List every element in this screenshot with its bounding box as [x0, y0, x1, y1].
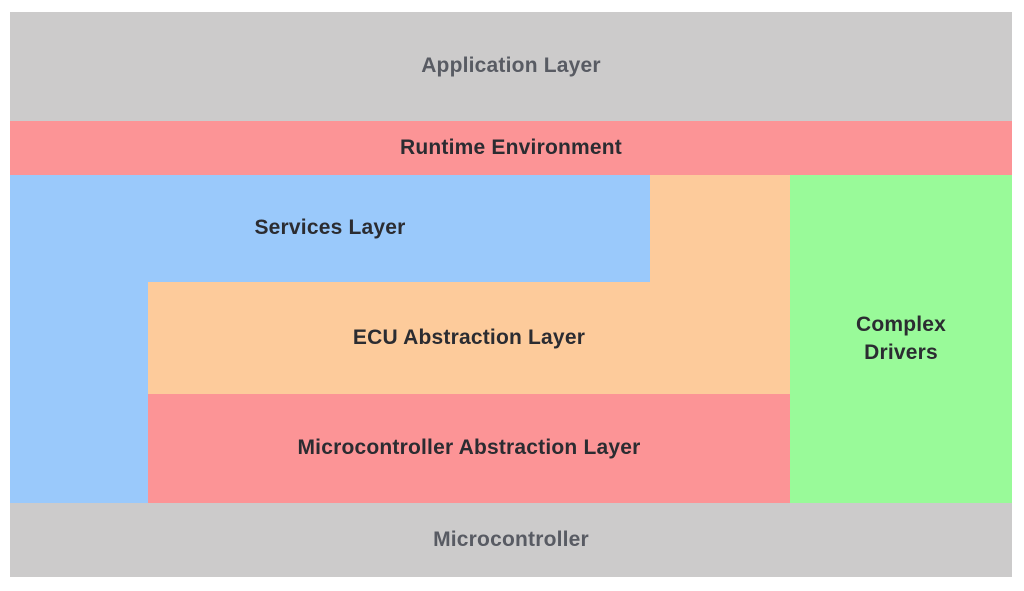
microcontroller-abstraction-label: Microcontroller Abstraction Layer: [297, 436, 641, 460]
ecu-abstraction-block: ECU Abstraction Layer: [148, 282, 790, 394]
complex-drivers-label: Complex Drivers: [855, 312, 947, 364]
services-layer-label: Services Layer: [254, 216, 406, 240]
application-layer-block: Application Layer: [10, 12, 1012, 121]
runtime-environment-label: Runtime Environment: [400, 135, 622, 159]
microcontroller-label: Microcontroller: [433, 527, 589, 551]
runtime-environment-block: Runtime Environment: [10, 121, 1012, 175]
microcontroller-abstraction-block: Microcontroller Abstraction Layer: [148, 394, 790, 503]
microcontroller-block: Microcontroller: [10, 503, 1012, 577]
ecu-abstraction-label: ECU Abstraction Layer: [352, 325, 586, 349]
services-layer-block: Services Layer: [10, 175, 650, 282]
complex-drivers-block: Complex Drivers: [790, 175, 1012, 503]
application-layer-label: Application Layer: [421, 54, 601, 78]
